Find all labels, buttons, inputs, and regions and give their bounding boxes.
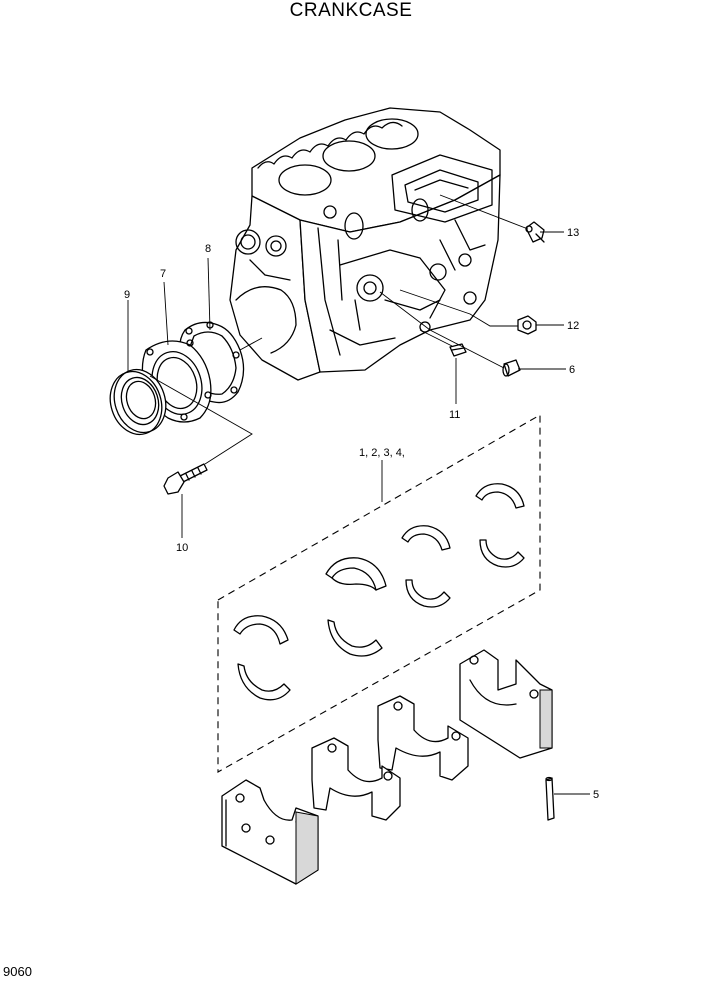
callout-6: 6: [569, 364, 575, 376]
page-title: CRANKCASE: [289, 0, 413, 21]
cylinder-block: [229, 107, 501, 381]
callout-labels: 13 12 6 11 8 7 9 10 1, 2, 3, 4, 5: [124, 227, 599, 801]
callout-13: 13: [567, 227, 579, 239]
dowel-pin-part-5: [545, 776, 555, 821]
oil-seal-part-9: [109, 368, 167, 436]
callout-9: 9: [124, 289, 130, 301]
bearing-group-outline: [217, 414, 541, 773]
plug-part-6: [502, 359, 521, 377]
main-bearing-caps: [221, 649, 553, 885]
leader-lines: [127, 194, 590, 795]
callout-7: 7: [160, 268, 166, 280]
callout-10: 10: [176, 542, 188, 554]
callout-8: 8: [205, 243, 211, 255]
callout-1-2-3-4: 1, 2, 3, 4,: [359, 447, 405, 459]
callout-5: 5: [593, 789, 599, 801]
oil-pressure-switch-part-13: [525, 221, 545, 243]
callout-12: 12: [567, 320, 579, 332]
bolt-part-10: [163, 463, 208, 495]
main-bearing-shells: [233, 483, 525, 701]
plug-part-12: [517, 315, 537, 335]
callout-11: 11: [449, 409, 460, 421]
plug-part-11: [449, 343, 467, 357]
page-code: 9060: [3, 964, 32, 979]
